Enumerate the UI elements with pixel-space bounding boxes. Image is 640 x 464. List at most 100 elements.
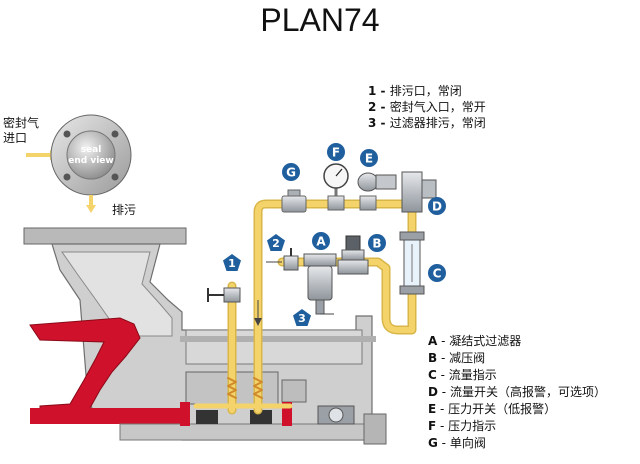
legend-key-b: B — [428, 351, 438, 365]
regulator-bonnet — [341, 249, 365, 261]
marker-g-circle — [282, 163, 300, 181]
drain-label: 排污 — [112, 203, 137, 217]
legend-item-e: E - 压力开关（低报警） — [428, 402, 556, 417]
note-2-sep: - — [376, 100, 390, 114]
legend-text-e: 压力开关（低报警） — [448, 402, 557, 416]
gauge-tee — [327, 195, 345, 211]
bolt-4 — [111, 173, 119, 181]
note-3-text: 过滤器排污，常闭 — [389, 116, 486, 130]
seal-red-2 — [282, 402, 292, 426]
legend-sep-c: - — [436, 368, 449, 382]
marker-1-pentagon — [223, 254, 241, 271]
marker-b-circle — [368, 234, 386, 252]
legend-item-f: F - 压力指示 — [428, 419, 496, 434]
flowmeter-top — [399, 231, 425, 241]
seal-face-1 — [196, 410, 218, 424]
note-1-num: 1 — [368, 84, 377, 98]
legend-sep-g: - — [437, 436, 450, 450]
pump-casing — [23, 227, 387, 445]
marker-g: G — [282, 163, 300, 181]
seal-block-1 — [185, 371, 231, 405]
frame-upper — [180, 336, 376, 342]
marker-d-circle — [428, 197, 446, 215]
down-arrowhead — [254, 318, 262, 326]
drain-arrowhead — [86, 205, 96, 213]
pressure-gauge-f — [323, 163, 349, 211]
marker-1: 1 — [223, 254, 241, 271]
marker-f: F — [327, 143, 345, 161]
bolt-2 — [111, 130, 119, 138]
legend-item-g: G - 单向阀 — [428, 436, 486, 451]
gauge-needle — [335, 168, 343, 177]
bolt-3 — [63, 173, 71, 181]
legend-sep-b: - — [437, 351, 450, 365]
legend-text-a: 凝结式过滤器 — [449, 334, 522, 348]
legend-sep-e: - — [436, 402, 449, 416]
legend-key-e: E — [428, 402, 437, 416]
filter-head — [303, 253, 337, 267]
vent-valve-body — [223, 287, 241, 303]
check-valve-body — [281, 195, 307, 213]
note-3-num: 3 — [368, 116, 377, 130]
marker-2: 2 — [267, 234, 285, 251]
legend-item-c: C - 流量指示 — [428, 368, 497, 383]
marker-f-circle — [327, 143, 345, 161]
volute-inner — [61, 251, 173, 337]
flow-switch-body — [401, 171, 423, 213]
seal-view-label-line1: seal — [81, 145, 102, 155]
marker-2-pentagon — [267, 234, 285, 251]
shaft — [119, 423, 385, 441]
legend-text-b: 减压阀 — [449, 351, 486, 365]
marker-c-circle — [428, 264, 446, 282]
bearing-housing — [185, 329, 363, 365]
inlet-valve-body — [283, 255, 299, 271]
marker-e-circle — [360, 149, 378, 167]
marker-e-text: E — [365, 152, 373, 166]
legend-sep-d: - — [437, 385, 450, 399]
flowmeter-bottom — [399, 285, 425, 295]
pipework — [193, 199, 417, 415]
marker-d: D — [428, 197, 446, 215]
flow-switch-cap — [421, 179, 437, 199]
marker-b-text: B — [372, 237, 381, 251]
bearing-ball — [328, 407, 344, 423]
marker-d-text: D — [432, 200, 442, 214]
bolt-1 — [63, 130, 71, 138]
seal-view-label-line2: end view — [68, 156, 113, 166]
discharge-flange — [23, 227, 187, 245]
legend-key-c: C — [428, 368, 437, 382]
pressure-switch-e — [357, 172, 397, 211]
note-3: 3 - 过滤器排污，常闭 — [368, 116, 486, 131]
page-title: PLAN74 — [260, 2, 380, 38]
seal-red-1 — [180, 402, 190, 426]
filter-bowl — [307, 265, 333, 301]
legend-item-d: D - 流量开关（高报警，可选项） — [428, 385, 606, 400]
note-2: 2 - 密封气入口，常开 — [368, 100, 486, 115]
marker-1-text: 1 — [228, 257, 236, 270]
marker-g-text: G — [286, 166, 296, 180]
note-2-text: 密封气入口，常开 — [389, 100, 486, 114]
filter-drain — [315, 299, 325, 315]
marker-2-text: 2 — [272, 237, 280, 250]
marker-f-text: F — [332, 146, 340, 160]
spring-2 — [253, 377, 263, 399]
marker-e: E — [360, 149, 378, 167]
shaft-red — [30, 408, 180, 424]
marker-c-text: C — [433, 267, 442, 281]
spring-1 — [227, 377, 237, 399]
seal-end-view: seal end view — [26, 114, 132, 213]
flow-indicator-c — [399, 231, 425, 295]
switch-tee — [359, 195, 377, 211]
seal-hub — [66, 130, 116, 180]
marker-3-text: 3 — [298, 312, 306, 325]
legend-text-f: 压力指示 — [448, 419, 497, 433]
marker-a: A — [312, 232, 330, 250]
legend-sep-a: - — [437, 334, 450, 348]
legend-item-b: B - 减压阀 — [428, 351, 485, 366]
marker-3-pentagon — [293, 309, 311, 326]
note-3-sep: - — [376, 116, 390, 130]
switch-body — [357, 172, 379, 192]
note-1-sep: - — [376, 84, 390, 98]
marker-a-text: A — [316, 235, 326, 249]
